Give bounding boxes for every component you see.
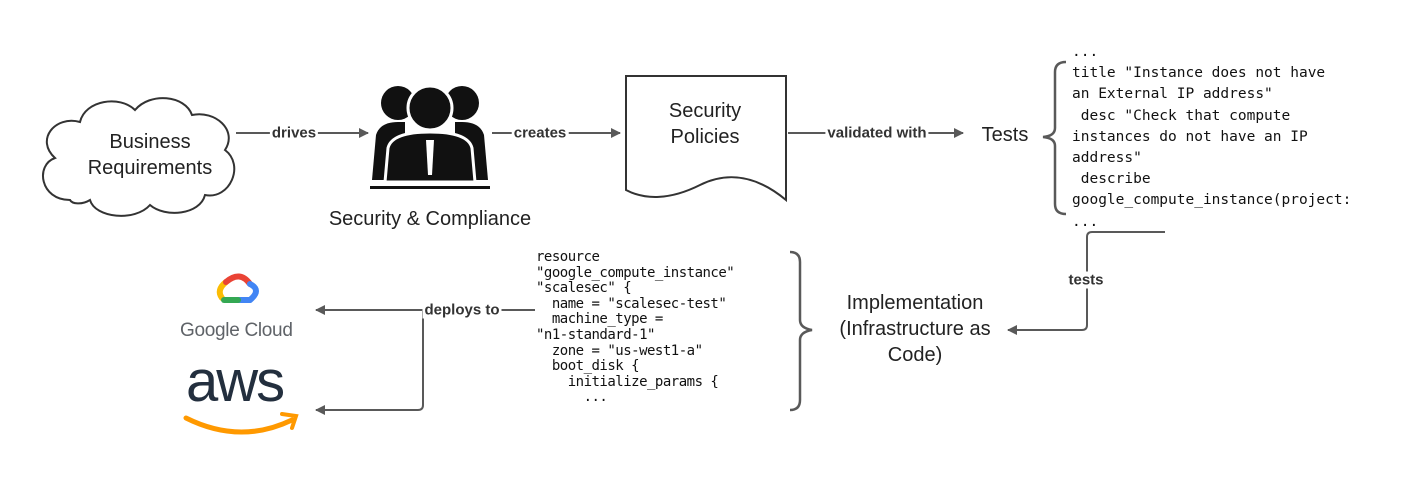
business-cloud-shape	[42, 97, 236, 217]
iac-code-snippet: resource "google_compute_instance" "scal…	[536, 249, 735, 406]
security-team-icon	[370, 84, 490, 189]
edge-label-creates: creates	[511, 124, 569, 142]
edge-label-validated-with: validated with	[825, 124, 929, 142]
google-cloud-logo-text: Google Cloud	[180, 320, 293, 341]
google-cloud-logo-icon	[216, 273, 259, 303]
policies-document-shape	[625, 75, 787, 203]
edge-label-deploys-to: deploys to	[422, 301, 502, 319]
edge-label-drives: drives	[269, 124, 319, 142]
aws-smile-icon	[183, 415, 295, 435]
security-compliance-label: Security & Compliance	[328, 208, 532, 230]
tests-node: Tests	[981, 124, 1029, 146]
security-policies-node: Security Policies	[668, 100, 742, 148]
edge-label-tests: tests	[1066, 271, 1106, 289]
aws-logo-text: aws	[186, 349, 285, 414]
business-requirements-node: Business Requirements	[87, 131, 213, 179]
tests-brace	[1042, 60, 1067, 216]
implementation-node: Implementation (Infrastructure as Code)	[839, 292, 991, 366]
test-code-snippet: ... title "Instance does not have an Ext…	[1072, 44, 1352, 230]
iac-brace	[789, 250, 813, 412]
